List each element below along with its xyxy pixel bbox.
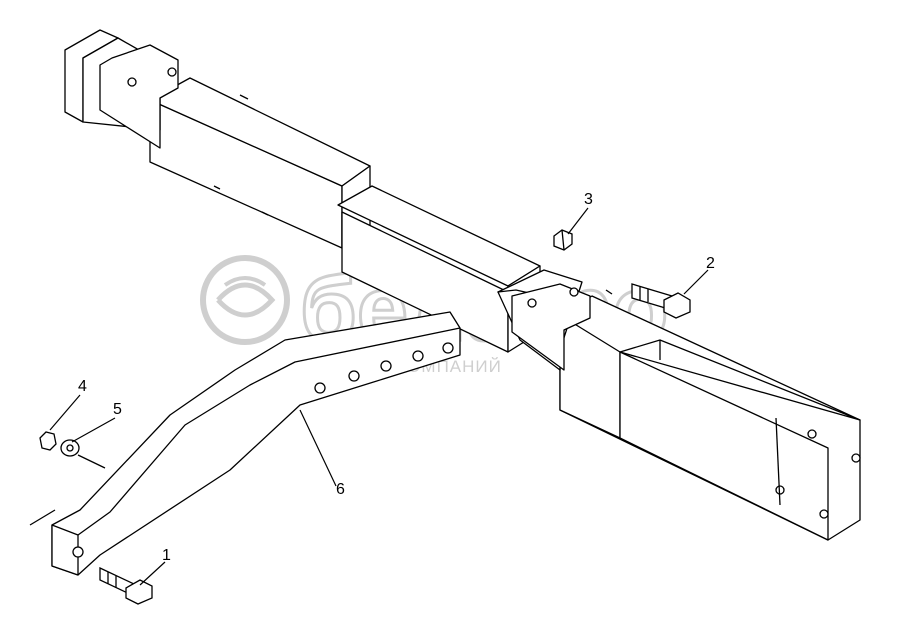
callout-6: 6 bbox=[336, 481, 345, 498]
callout-2: 2 bbox=[706, 255, 715, 272]
frame-beam bbox=[64, 29, 861, 541]
callout-1: 1 bbox=[162, 547, 171, 564]
bolt-2 bbox=[631, 283, 691, 319]
callout-3: 3 bbox=[584, 191, 593, 208]
nut-3 bbox=[553, 229, 573, 251]
nut-4 bbox=[39, 431, 57, 451]
leader-5 bbox=[71, 417, 116, 443]
leader-4 bbox=[49, 394, 81, 431]
leader-1 bbox=[139, 561, 166, 586]
arm-6 bbox=[29, 311, 461, 576]
leader-lines bbox=[49, 207, 709, 586]
washer-5 bbox=[60, 439, 80, 457]
bolt-1 bbox=[99, 566, 153, 605]
watermark-logo bbox=[200, 255, 290, 345]
leader-2 bbox=[683, 269, 709, 295]
callout-4: 4 bbox=[78, 378, 87, 395]
callout-5: 5 bbox=[113, 401, 122, 418]
leader-3 bbox=[567, 207, 589, 235]
leader-6 bbox=[299, 409, 337, 487]
